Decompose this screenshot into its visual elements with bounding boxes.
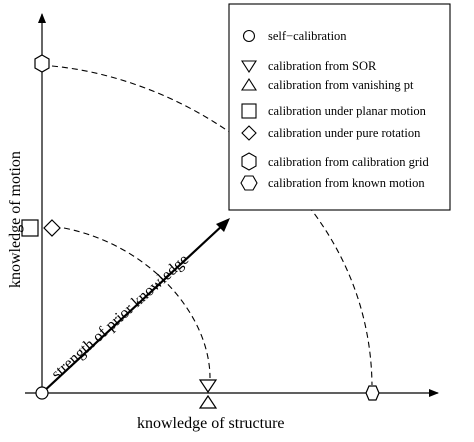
legend-triangle-up-icon [240, 77, 258, 91]
prior-knowledge-arrow [41, 223, 225, 394]
inner-arc [63, 227, 211, 379]
legend-label-sor: calibration from SOR [268, 59, 377, 73]
prior-knowledge-arrowhead [216, 218, 230, 232]
legend-hexagon-vertex-icon [241, 152, 257, 171]
pure-rotation-marker [43, 219, 61, 237]
legend-label-self-calibration: self−calibration [268, 29, 347, 43]
legend-circle-icon [242, 29, 256, 43]
legend-hexagon-flat-icon [240, 175, 258, 191]
legend-label-known-motion: calibration from known motion [268, 176, 425, 190]
legend-label-calibration-grid: calibration from calibration grid [268, 155, 429, 169]
legend-label-planar-motion: calibration under planar motion [268, 104, 427, 118]
legend: self−calibration calibration from SOR ca… [228, 3, 451, 211]
self-calibration-marker [35, 386, 49, 400]
legend-square-icon [241, 103, 257, 119]
outer-arc [51, 65, 373, 386]
legend-box [228, 3, 451, 211]
planar-motion-marker [21, 219, 39, 237]
calibration-grid-marker [34, 54, 50, 73]
vanishing-pt-marker [198, 394, 218, 409]
x-axis-label: knowledge of structure [137, 415, 285, 432]
diagonal-label: strength of prior knowledge [48, 251, 192, 383]
known-motion-marker [365, 385, 380, 401]
sor-marker [198, 379, 218, 394]
legend-triangle-down-icon [240, 60, 258, 74]
legend-diamond-icon [241, 125, 257, 141]
y-axis-label: knowledge of motion [7, 151, 24, 288]
legend-label-pure-rotation: calibration under pure rotation [268, 126, 421, 140]
legend-label-vanishing-pt: calibration from vanishing pt [268, 78, 414, 92]
